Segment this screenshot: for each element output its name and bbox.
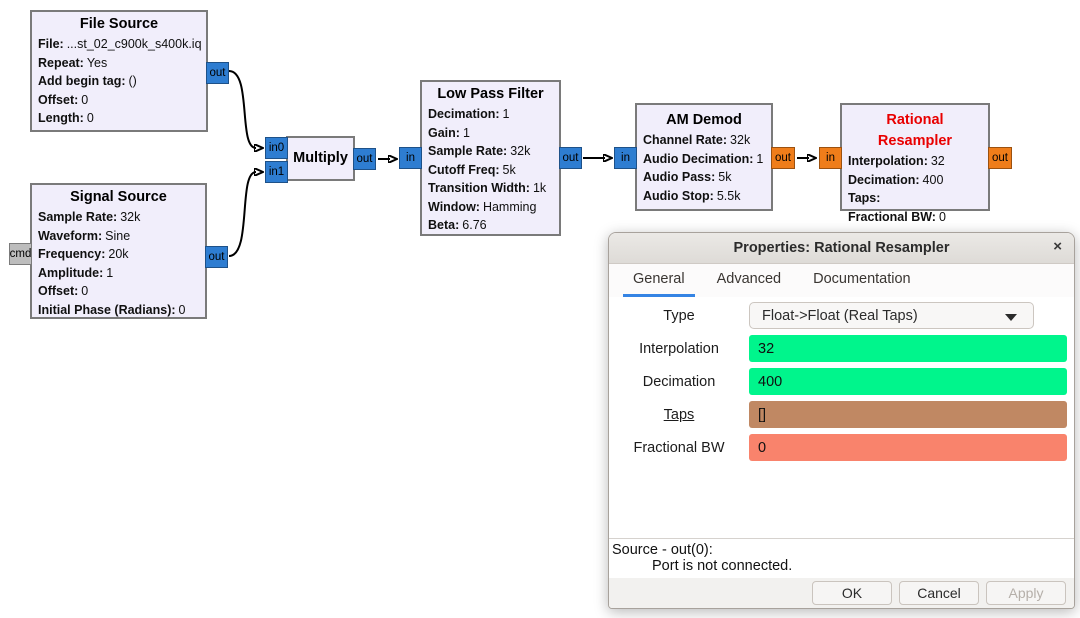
block-title: AM Demod [666, 112, 742, 128]
type-label: Type [663, 307, 695, 324]
block-param: Transition Width:1k [428, 181, 547, 195]
block-param: Sample Rate:32k [38, 210, 141, 224]
port-in[interactable]: in [399, 147, 422, 169]
block-param: Frequency:20k [38, 247, 129, 261]
port-out[interactable]: out [206, 62, 229, 84]
fractional-bw-label: Fractional BW [633, 439, 725, 456]
port-out[interactable]: out [988, 147, 1012, 169]
ok-button[interactable]: OK [812, 581, 892, 605]
close-icon[interactable]: × [1053, 238, 1062, 255]
block-param: Add begin tag:() [38, 74, 137, 88]
block-title: Low Pass Filter [437, 86, 544, 102]
dialog-content: Type Float->Float (Real Taps) Interpolat… [609, 297, 1074, 467]
block-title: Signal Source [70, 189, 167, 205]
taps-input[interactable] [749, 401, 1067, 428]
decimation-label: Decimation [642, 373, 716, 390]
block-am-demod[interactable]: in out AM Demod Channel Rate:32k Audio D… [614, 103, 795, 211]
block-param: Channel Rate:32k [643, 133, 751, 147]
block-param: Initial Phase (Radians):0 [38, 302, 186, 317]
interpolation-label: Interpolation [639, 340, 719, 357]
block-param: Amplitude:1 [38, 265, 114, 280]
chevron-down-icon [1005, 314, 1017, 321]
type-dropdown-value: Float->Float (Real Taps) [762, 307, 918, 324]
connection-wire-filesource-multiply[interactable] [228, 70, 256, 148]
block-multiply[interactable]: in0 in1 out Multiply [265, 136, 376, 183]
block-param: Decimation:1 [428, 107, 510, 121]
block-param: Window:Hamming [428, 199, 537, 214]
fractional-bw-input[interactable] [749, 434, 1067, 461]
field-row-decimation: Decimation [609, 368, 1074, 395]
block-param: Cutoff Freq:5k [428, 162, 516, 177]
block-title: File Source [79, 16, 159, 32]
connection-wire-signalsource-multiply[interactable] [228, 172, 256, 257]
interpolation-input[interactable] [749, 335, 1067, 362]
block-param: Waveform:Sine [38, 228, 131, 243]
tab-general[interactable]: General [623, 264, 695, 297]
block-param: Repeat:Yes [38, 55, 108, 70]
block-file-source[interactable]: out File Source File:...st_02_c900k_s400… [30, 10, 229, 132]
dialog-tabbar: General Advanced Documentation [609, 264, 1074, 297]
properties-dialog: Properties: Rational Resampler × General… [608, 232, 1075, 609]
decimation-input[interactable] [749, 368, 1067, 395]
block-param: Gain:1 [428, 125, 470, 140]
dialog-title: Properties: Rational Resampler [733, 240, 950, 256]
block-param: File:...st_02_c900k_s400k.iq [38, 37, 202, 51]
port-in[interactable]: in [819, 147, 842, 169]
block-low-pass-filter[interactable]: in out Low Pass Filter Decimation:1 Gain… [399, 80, 582, 236]
block-param: Sample Rate:32k [428, 144, 531, 158]
block-title: Rational Resampler [877, 112, 953, 149]
port-out[interactable]: out [771, 147, 795, 169]
dialog-spacer [609, 467, 1074, 538]
block-param: Audio Pass:5k [643, 170, 732, 184]
block-param: Beta:6.76 [428, 218, 487, 232]
block-param: Audio Decimation:1 [643, 151, 764, 166]
block-param: Decimation:400 [848, 172, 944, 187]
block-rational-resampler[interactable]: in out Rational Resampler Interpolation:… [819, 103, 1012, 224]
taps-label: Taps [663, 406, 695, 423]
block-param: Offset:0 [38, 284, 89, 298]
port-in[interactable]: in [614, 147, 637, 169]
port-out[interactable]: out [205, 246, 228, 268]
dialog-footer: OK Cancel Apply [609, 578, 1074, 608]
block-signal-source[interactable]: cmd out Signal Source Sample Rate:32k Wa… [9, 183, 228, 319]
block-param: Taps: [848, 191, 881, 205]
port-in1[interactable]: in1 [265, 161, 288, 183]
type-dropdown[interactable]: Float->Float (Real Taps) [749, 302, 1034, 329]
tab-documentation[interactable]: Documentation [813, 271, 911, 287]
port-cmd[interactable]: cmd [9, 243, 32, 265]
port-in0[interactable]: in0 [265, 137, 288, 159]
error-message-area: Source - out(0): Port is not connected. [609, 538, 1074, 578]
block-param: Offset:0 [38, 92, 89, 107]
dialog-titlebar[interactable]: Properties: Rational Resampler × [609, 233, 1074, 264]
block-param: Fractional BW:0 [848, 209, 946, 224]
block-param: Interpolation:32 [848, 154, 945, 168]
cancel-button[interactable]: Cancel [899, 581, 979, 605]
error-line-source: Source - out(0): [612, 542, 713, 558]
port-out[interactable]: out [559, 147, 582, 169]
field-row-taps: Taps [609, 401, 1074, 428]
field-row-type: Type Float->Float (Real Taps) [609, 302, 1074, 329]
error-line-detail: Port is not connected. [652, 558, 793, 574]
apply-button[interactable]: Apply [986, 581, 1066, 605]
tab-advanced[interactable]: Advanced [716, 271, 782, 287]
port-out[interactable]: out [353, 148, 376, 170]
block-param: Audio Stop:5.5k [643, 188, 741, 203]
field-row-fractional-bw: Fractional BW [609, 434, 1074, 461]
block-title: Multiply [293, 150, 348, 166]
field-row-interpolation: Interpolation [609, 335, 1074, 362]
block-param: Length:0 [38, 111, 94, 125]
